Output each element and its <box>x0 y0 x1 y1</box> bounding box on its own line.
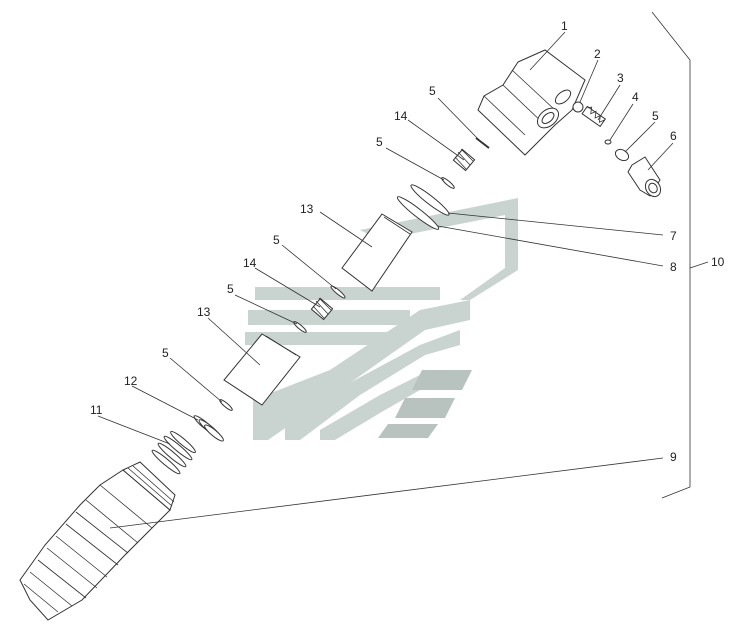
callout-5-b: 5 <box>429 84 436 98</box>
callout-6: 6 <box>670 129 677 143</box>
callout-13-b: 13 <box>197 305 211 319</box>
callout-10: 10 <box>711 255 725 269</box>
callout-4: 4 <box>632 90 639 104</box>
part-5-seal-d <box>330 285 346 299</box>
callout-5-a: 5 <box>652 109 659 123</box>
callout-5-d: 5 <box>273 233 280 247</box>
part-5-seal-f <box>219 399 233 411</box>
callout-8: 8 <box>670 260 677 274</box>
part-7-ring <box>410 184 450 216</box>
callout-5-f: 5 <box>162 346 169 360</box>
part-5-seal-e <box>293 321 307 333</box>
callout-5-c: 5 <box>376 135 383 149</box>
part-14-bushing-b <box>310 297 334 321</box>
callout-9: 9 <box>670 450 677 464</box>
callout-12: 12 <box>124 374 138 388</box>
part-11-spring-rings <box>151 430 196 475</box>
part-6-plug <box>627 156 662 198</box>
part-2-ball <box>572 101 584 113</box>
callout-labels: 1 2 3 4 5 6 5 14 5 7 8 13 5 10 14 5 13 5… <box>90 19 725 464</box>
callout-14-b: 14 <box>243 256 257 270</box>
part-9-body <box>19 461 176 621</box>
part-8-ring <box>396 196 440 230</box>
callout-1: 1 <box>561 19 568 33</box>
callout-5-e: 5 <box>227 282 234 296</box>
callout-11: 11 <box>90 403 103 417</box>
part-13-sleeve-a <box>341 213 413 292</box>
callout-2: 2 <box>594 47 601 61</box>
part-3-spring <box>581 105 607 128</box>
bracket-10 <box>651 11 709 499</box>
part-13-sleeve-b <box>223 333 301 406</box>
callout-3: 3 <box>617 71 624 85</box>
callout-7: 7 <box>670 229 677 243</box>
watermark-logo <box>245 198 518 440</box>
leader-lines <box>97 31 674 529</box>
callout-14-a: 14 <box>394 109 408 123</box>
part-1-housing <box>477 49 586 156</box>
part-5-seal-b <box>475 137 490 149</box>
part-5-seal-c <box>441 177 455 189</box>
callout-13-a: 13 <box>300 202 314 216</box>
part-12-washer <box>193 415 224 442</box>
part-4-ring <box>604 139 612 145</box>
